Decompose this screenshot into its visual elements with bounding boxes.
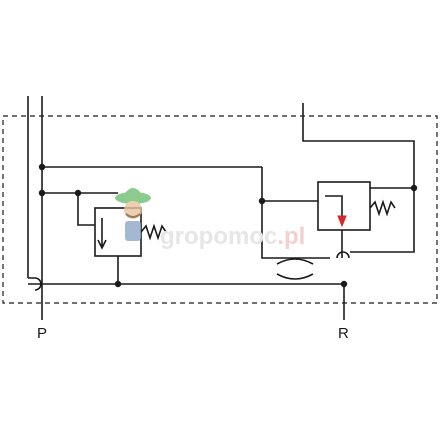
junction-dot [74, 189, 82, 197]
left-valve-pilot-line [77, 193, 95, 226]
right-pilot-line [302, 103, 415, 188]
junction-dot [38, 189, 46, 197]
svg-text:gropomoc.pl: gropomoc.pl [160, 223, 305, 250]
right-valve-frame-line [261, 167, 330, 259]
junction-dot [258, 197, 266, 205]
right-relief-valve-body [317, 181, 371, 231]
right-valve-spring [369, 199, 396, 217]
component-boundary [2, 115, 438, 304]
port-label-return: R [338, 325, 349, 342]
port-label-pressure: P [37, 325, 47, 342]
right-valve-flow-arrow [337, 215, 347, 228]
throttle-lower-arc [276, 273, 314, 280]
junction-dot [410, 184, 418, 192]
watermark-brand: gropomoc [160, 223, 277, 250]
return-crossover-hop [336, 251, 350, 259]
throttle-upper-arc [276, 258, 314, 265]
junction-dot [38, 163, 46, 171]
watermark-domain: .pl [277, 223, 305, 250]
watermark-text: gropomoc.pl [160, 223, 305, 250]
left-valve-spring [140, 223, 167, 241]
watermark-mascot [115, 188, 151, 241]
junction-dot [340, 280, 348, 288]
right-pilot-drain-line [350, 188, 415, 253]
line-crossover-hop [28, 277, 42, 291]
left-valve-flow-arrow [97, 218, 107, 250]
junction-dot [114, 280, 122, 288]
right-valve-inner-path [325, 195, 343, 222]
